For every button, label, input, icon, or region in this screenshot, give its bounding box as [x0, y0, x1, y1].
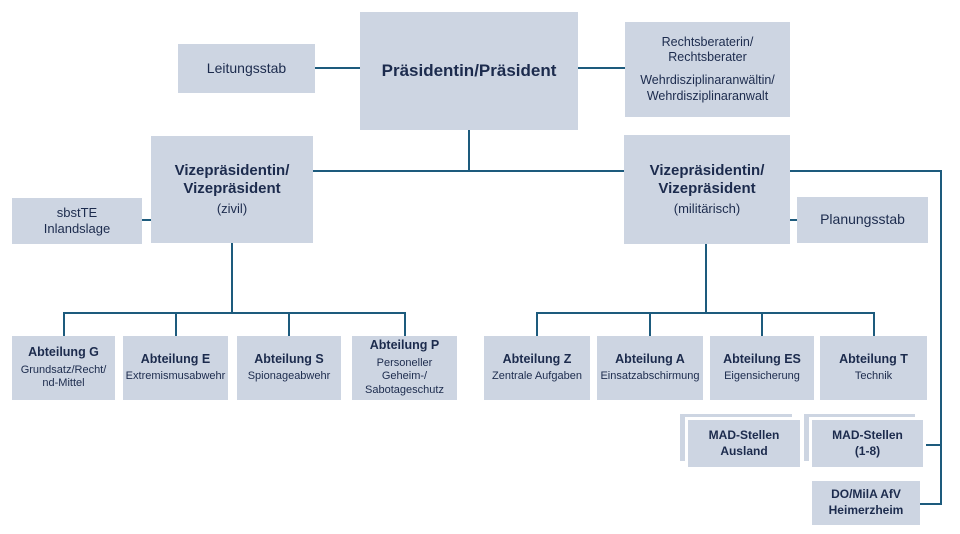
node-mad-stellen-1-8: MAD-Stellen (1-8)	[812, 420, 923, 467]
node-abteilung-z: Abteilung Z Zentrale Aufgaben	[484, 336, 590, 400]
node-label: Planungsstab	[820, 211, 905, 228]
connector-president-down	[468, 130, 470, 171]
connector-president-rechtsberater	[578, 67, 625, 69]
connector-drop-abteilung-t	[873, 312, 875, 336]
connector-drop-abteilung-es	[761, 312, 763, 336]
department-desc: Grundsatz/Recht/ nd-Mittel	[20, 363, 107, 390]
connector-president-leitungsstab	[315, 67, 360, 69]
connector-right-department-bus	[536, 312, 875, 314]
node-abteilung-s: Abteilung S Spionageabwehr	[237, 336, 341, 400]
department-name: Abteilung E	[140, 351, 211, 366]
node-rechtsberater: Rechtsberaterin/ Rechtsberater Wehrdiszi…	[625, 22, 790, 117]
department-name: Abteilung ES	[723, 351, 801, 366]
connector-vp-bus	[313, 170, 625, 172]
department-name: Abteilung G	[28, 344, 99, 359]
node-sbstte-inlandslage: sbstTE Inlandslage	[12, 198, 142, 244]
connector-sbstte	[142, 219, 151, 221]
node-label: Leitungsstab	[206, 59, 287, 76]
node-abteilung-t: Abteilung T Technik	[820, 336, 927, 400]
node-sublabel: (zivil)	[216, 201, 248, 217]
department-desc: Zentrale Aufgaben	[492, 370, 582, 383]
node-leitungsstab: Leitungsstab	[178, 44, 315, 93]
node-do-mila-afv: DO/MilA AfV Heimerzheim	[812, 481, 920, 525]
node-label: MAD-Stellen Ausland	[708, 427, 780, 458]
connector-drop-abteilung-z	[536, 312, 538, 336]
node-label: Vizepräsidentin/ Vizepräsident	[174, 161, 290, 198]
connector-drop-abteilung-s	[288, 312, 290, 336]
connector-do-mila	[920, 503, 942, 505]
node-abteilung-g: Abteilung G Grundsatz/Recht/ nd-Mittel	[12, 336, 115, 400]
node-label: DO/MilA AfV Heimerzheim	[828, 487, 904, 517]
department-desc: Technik	[854, 370, 893, 383]
node-vp-zivil: Vizepräsidentin/ Vizepräsident (zivil)	[151, 136, 313, 243]
department-name: Abteilung A	[615, 351, 685, 366]
connector-drop-abteilung-g	[63, 312, 65, 336]
node-abteilung-p: Abteilung P Personeller Geheim-/ Sabotag…	[352, 336, 457, 400]
department-desc: Einsatzabschirmung	[600, 370, 700, 383]
department-name: Abteilung T	[839, 351, 908, 366]
node-abteilung-es: Abteilung ES Eigensicherung	[710, 336, 814, 400]
connector-vpmil-right-rail	[790, 170, 942, 172]
node-mad-stellen-ausland: MAD-Stellen Ausland	[688, 420, 800, 467]
connector-vp-zivil-down	[231, 243, 233, 314]
connector-left-department-bus	[63, 312, 406, 314]
node-label: Präsidentin/Präsident	[381, 61, 557, 81]
node-label-bottom: Wehrdisziplinaranwältin/ Wehrdisziplinar…	[640, 73, 775, 103]
node-planungsstab: Planungsstab	[797, 197, 928, 243]
department-desc: Spionageabwehr	[247, 370, 331, 383]
node-label: sbstTE Inlandslage	[43, 204, 111, 236]
node-label: Vizepräsidentin/ Vizepräsident	[649, 161, 765, 198]
node-label: MAD-Stellen (1-8)	[832, 427, 903, 458]
node-president: Präsidentin/Präsident	[360, 12, 578, 130]
node-label-top: Rechtsberaterin/ Rechtsberater	[661, 34, 754, 65]
department-desc: Extremismusabwehr	[125, 370, 226, 383]
node-vp-militaerisch: Vizepräsidentin/ Vizepräsident (militäri…	[624, 135, 790, 244]
connector-drop-abteilung-a	[649, 312, 651, 336]
department-desc: Eigensicherung	[724, 370, 800, 383]
connector-planungsstab	[790, 219, 797, 221]
node-sublabel: (militärisch)	[673, 201, 741, 217]
node-abteilung-a: Abteilung A Einsatzabschirmung	[597, 336, 703, 400]
connector-vp-mil-down	[705, 244, 707, 314]
connector-drop-abteilung-p	[404, 312, 406, 336]
department-name: Abteilung Z	[502, 351, 572, 366]
node-abteilung-e: Abteilung E Extremismusabwehr	[123, 336, 228, 400]
department-name: Abteilung S	[254, 351, 324, 366]
connector-drop-abteilung-e	[175, 312, 177, 336]
connector-mad-stellen-1-8	[923, 444, 942, 446]
department-name: Abteilung P	[369, 338, 440, 353]
connector-right-rail	[940, 170, 942, 505]
department-desc: Personeller Geheim-/ Sabotageschutz	[365, 356, 444, 397]
